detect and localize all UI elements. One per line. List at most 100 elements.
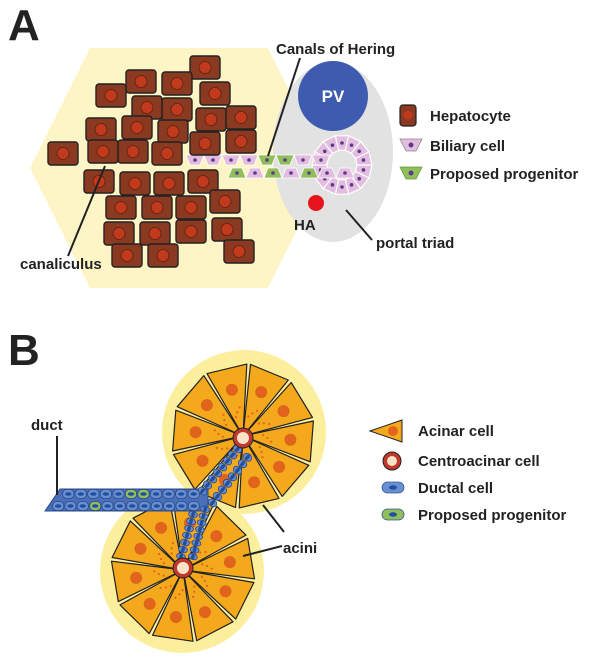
ductal-cell (52, 501, 65, 511)
progenitor-cell (257, 154, 277, 166)
hepatocyte (175, 219, 207, 244)
hepatocyte (153, 171, 185, 196)
ductal-cell (184, 524, 194, 533)
progenitor-cell (137, 489, 150, 499)
canals-of-hering-strip (185, 154, 355, 179)
ductal-cell (188, 510, 198, 519)
ductal-cell (193, 532, 203, 540)
hepatocyte (87, 139, 119, 164)
portal-triad-leader (345, 209, 373, 241)
ductal-cell (76, 501, 89, 511)
hepatic-artery (308, 195, 324, 211)
hepatocyte (103, 221, 135, 246)
acinar-cell (111, 520, 184, 571)
ductal-cell (187, 501, 200, 511)
ductal-cell (163, 501, 176, 511)
biliary-cell (239, 154, 259, 166)
duct-system (44, 444, 253, 561)
panel-b-legend: Acinar cell Centroacinar cell Ductal cel… (368, 419, 567, 524)
hepatocyte (125, 69, 157, 94)
ductal-cell (64, 501, 77, 511)
hepatocyte-cluster (47, 55, 257, 268)
ductal-cell (175, 501, 188, 511)
hepatocyte (187, 169, 219, 194)
ductal-cell (62, 489, 75, 499)
hepatocyte (199, 81, 231, 106)
acinus-bottom (110, 498, 256, 642)
ductal-cell (87, 489, 100, 499)
ha-label: HA (294, 217, 316, 234)
biliary-cell (293, 154, 313, 166)
acinar-cell (110, 560, 184, 603)
hepatocyte (189, 131, 221, 156)
portal-vein (298, 61, 368, 131)
hepatocyte (195, 107, 227, 132)
canaliculus-label: canaliculus (20, 256, 102, 273)
hepatocyte (209, 189, 241, 214)
progenitor-icon (381, 508, 405, 521)
hepatocyte (141, 195, 173, 220)
acinar-cell (182, 569, 255, 620)
progenitor-cell (89, 501, 102, 511)
ductal-cell (237, 459, 248, 469)
hepatocyte (119, 171, 151, 196)
ductal-cell (126, 501, 139, 511)
ductal-cell (162, 489, 175, 499)
legend-ductal-label: Ductal cell (418, 480, 493, 497)
legend-progenitor-b-label: Proposed progenitor (418, 507, 567, 524)
ductal-cell (195, 526, 205, 534)
legend-hepatocyte-label: Hepatocyte (430, 108, 511, 125)
ductal-cell (222, 456, 233, 466)
portal-triad-label: portal triad (376, 235, 454, 252)
biliary-cell (311, 154, 331, 166)
hepatocyte (161, 97, 193, 122)
ductal-cell (202, 480, 213, 490)
ductal-cell (150, 489, 163, 499)
hepatocyte (147, 243, 179, 268)
canals-of-hering-leader (267, 57, 301, 157)
hepatocyte (105, 195, 137, 220)
hepatocyte (189, 55, 221, 80)
acinus-top (172, 363, 314, 509)
ductal-cell (101, 501, 114, 511)
hepatocyte (139, 221, 171, 246)
ductal-cell (227, 450, 238, 460)
ductal-cell (188, 553, 198, 561)
biliary-cell (335, 167, 355, 179)
acinar-cell (176, 375, 244, 437)
acinar-cell-icon (368, 419, 403, 443)
hepatocyte (95, 83, 127, 108)
hepatocyte (175, 195, 207, 220)
ductal-cell (99, 489, 112, 499)
hepatocyte (223, 239, 255, 264)
ductal-cell (196, 519, 207, 527)
ductal-cell (191, 539, 202, 547)
progenitor-icon (399, 166, 423, 180)
ductal-cell (197, 486, 208, 496)
biliary-cell-icon (399, 138, 423, 152)
ductal-cell (112, 489, 125, 499)
acini-leader-top (262, 504, 285, 533)
hepatocyte (131, 95, 163, 120)
ductal-cell (178, 545, 188, 554)
pv-label: PV (322, 87, 345, 106)
legend-acinar-label: Acinar cell (418, 423, 494, 440)
ductal-cell (207, 498, 218, 508)
acinar-cell (242, 381, 314, 437)
ductal-cell (232, 465, 243, 475)
panel-a-letter: A (8, 1, 40, 50)
ductal-cell (187, 489, 200, 499)
ductal-cell (222, 478, 233, 488)
hepatocyte (225, 129, 257, 154)
acinar-cell (182, 537, 256, 580)
ductal-cell (217, 462, 228, 472)
ductal-cell (227, 472, 238, 482)
ductal-cell (175, 489, 188, 499)
ductal-cell (212, 491, 223, 501)
hepatocyte (211, 217, 243, 242)
acinar-cell (206, 363, 248, 437)
panel-a-legend: Hepatocyte Biliary cell Proposed progeni… (399, 104, 579, 183)
ductal-cell (74, 489, 87, 499)
ductal-cell (138, 501, 151, 511)
ductal-cell (207, 474, 218, 484)
